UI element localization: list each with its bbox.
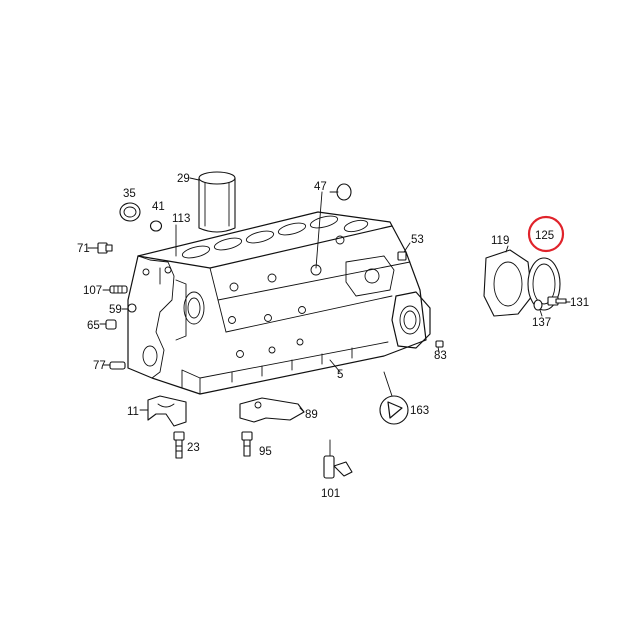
part-label-71[interactable]: 71 bbox=[77, 243, 90, 255]
seal-carrier bbox=[483, 249, 533, 317]
part-label-131[interactable]: 131 bbox=[570, 297, 589, 309]
part-label-137[interactable]: 137 bbox=[532, 317, 551, 329]
part-label-53[interactable]: 53 bbox=[411, 234, 424, 246]
screw-plug bbox=[97, 242, 113, 254]
part-label-65[interactable]: 65 bbox=[87, 320, 100, 332]
part-label-113[interactable]: 113 bbox=[172, 213, 190, 225]
bearing-cap bbox=[147, 395, 187, 427]
part-label-119[interactable]: 119 bbox=[491, 235, 509, 247]
rear-cover-disc bbox=[379, 395, 409, 425]
part-label-89[interactable]: 89 bbox=[305, 409, 318, 421]
bracket-bolt bbox=[241, 431, 253, 457]
cylinder-liner bbox=[198, 171, 236, 233]
highlight-marker bbox=[527, 215, 565, 253]
cap-bolt bbox=[173, 431, 185, 459]
engine-block bbox=[127, 211, 431, 395]
part-label-23[interactable]: 23 bbox=[187, 442, 200, 454]
part-label-35[interactable]: 35 bbox=[123, 188, 136, 200]
part-label-47[interactable]: 47 bbox=[314, 181, 327, 193]
part-label-5[interactable]: 5 bbox=[337, 369, 343, 381]
part-label-83[interactable]: 83 bbox=[434, 350, 447, 362]
part-label-29[interactable]: 29 bbox=[177, 173, 190, 185]
plug-59 bbox=[127, 303, 137, 313]
part-label-77[interactable]: 77 bbox=[93, 360, 106, 372]
stud bbox=[109, 285, 128, 294]
part-label-125[interactable]: 125 bbox=[535, 230, 554, 242]
part-label-101[interactable]: 101 bbox=[321, 488, 340, 500]
freeze-plug bbox=[336, 183, 352, 201]
sealing-cup bbox=[119, 202, 141, 222]
plug-65 bbox=[105, 319, 117, 330]
part-label-59[interactable]: 59 bbox=[109, 304, 122, 316]
small-plug bbox=[149, 220, 163, 232]
part-label-107[interactable]: 107 bbox=[83, 285, 102, 297]
mounting-bracket bbox=[239, 397, 305, 423]
leader-lines bbox=[87, 177, 571, 457]
plug-83 bbox=[435, 340, 444, 348]
part-label-11[interactable]: 11 bbox=[127, 406, 139, 418]
plug-53 bbox=[397, 251, 407, 261]
part-label-95[interactable]: 95 bbox=[259, 446, 272, 458]
dowel-pin bbox=[109, 361, 126, 370]
part-label-41[interactable]: 41 bbox=[152, 201, 165, 213]
pipe-fitting bbox=[323, 455, 353, 479]
part-label-163[interactable]: 163 bbox=[410, 405, 429, 417]
washer bbox=[533, 299, 543, 311]
carrier-bolt bbox=[547, 296, 567, 306]
